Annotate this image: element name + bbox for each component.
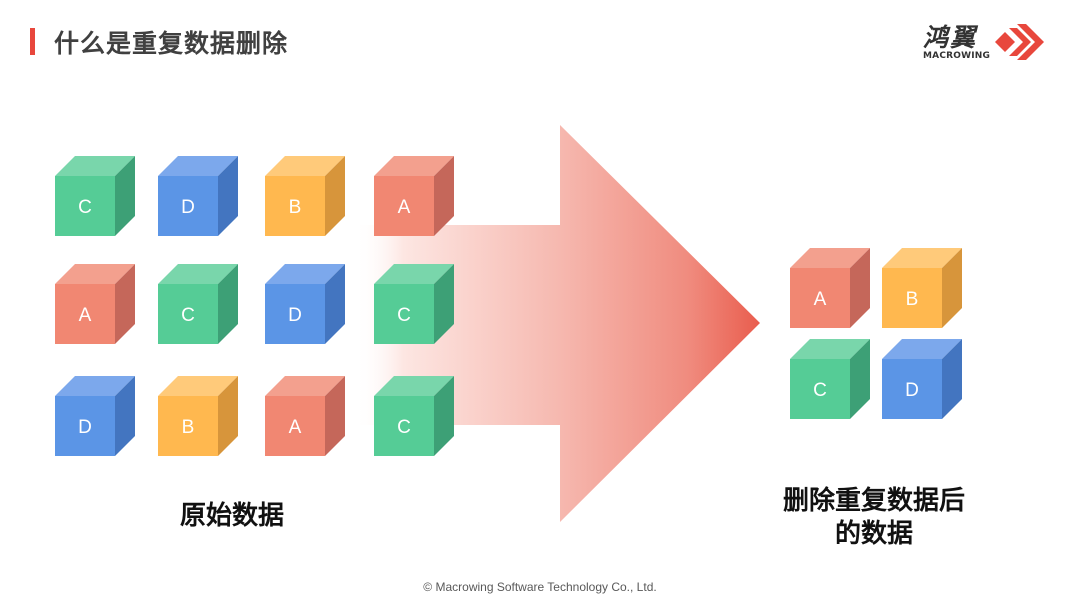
- cube-side-face: [115, 376, 135, 456]
- cube-a: A: [265, 376, 345, 456]
- deduplicated-data-label: 删除重复数据后 的数据: [760, 485, 988, 551]
- cube-top-face: [158, 156, 238, 176]
- cube-top-face: [374, 156, 454, 176]
- cube-letter: D: [78, 417, 92, 438]
- cube-front-face: [265, 176, 325, 236]
- cube-top-face: [55, 376, 135, 396]
- original-data-cubes: C D B A A C D C D B A C: [55, 156, 454, 456]
- cube-letter: D: [905, 380, 919, 401]
- title-accent-bar: [30, 28, 35, 55]
- cube-letter: C: [181, 305, 195, 326]
- cube-front-face: [374, 176, 434, 236]
- cube-letter: A: [79, 305, 92, 326]
- cube-letter: B: [906, 289, 919, 310]
- cube-b: B: [158, 376, 238, 456]
- cube-top-face: [158, 376, 238, 396]
- deduplicated-label-line1: 删除重复数据后: [782, 486, 965, 516]
- cube-c: C: [374, 376, 454, 456]
- cube-a: A: [55, 264, 135, 344]
- cube-front-face: [882, 268, 942, 328]
- logo-name-cn: 鸿翼: [923, 23, 978, 52]
- cube-letter: D: [181, 197, 195, 218]
- cube-letter: D: [288, 305, 302, 326]
- cube-c: C: [790, 339, 870, 419]
- cube-side-face: [434, 264, 454, 344]
- cube-letter: C: [78, 197, 92, 218]
- cube-d: D: [158, 156, 238, 236]
- cube-front-face: [158, 396, 218, 456]
- cube-b: B: [265, 156, 345, 236]
- original-data-label: 原始数据: [179, 501, 284, 531]
- cube-front-face: [374, 284, 434, 344]
- cube-side-face: [115, 264, 135, 344]
- cube-letter: C: [813, 380, 827, 401]
- logo-name-en: MACROWING: [923, 51, 991, 61]
- cube-a: A: [374, 156, 454, 236]
- company-logo: 鸿翼 MACROWING: [920, 18, 1050, 66]
- cube-d: D: [882, 339, 962, 419]
- cube-b: B: [882, 248, 962, 328]
- cube-letter: A: [398, 197, 411, 218]
- cube-top-face: [882, 339, 962, 359]
- cube-side-face: [325, 264, 345, 344]
- cube-top-face: [790, 339, 870, 359]
- cube-side-face: [218, 264, 238, 344]
- cube-front-face: [790, 268, 850, 328]
- cube-front-face: [158, 284, 218, 344]
- cube-d: D: [265, 264, 345, 344]
- cube-side-face: [115, 156, 135, 236]
- cube-side-face: [942, 248, 962, 328]
- cube-side-face: [850, 248, 870, 328]
- footer-copyright: © Macrowing Software Technology Co., Ltd…: [423, 580, 657, 594]
- deduplicated-data-cubes: A B C D: [790, 248, 962, 419]
- cube-letter: A: [289, 417, 302, 438]
- cube-c: C: [158, 264, 238, 344]
- page-title: 什么是重复数据删除: [54, 29, 289, 58]
- cube-side-face: [434, 156, 454, 236]
- cube-letter: B: [289, 197, 302, 218]
- cube-front-face: [265, 396, 325, 456]
- cube-front-face: [790, 359, 850, 419]
- cube-side-face: [218, 156, 238, 236]
- right-arrow-icon: [355, 125, 760, 522]
- chevron-diamond-logo-icon: [995, 24, 1044, 60]
- cube-top-face: [55, 264, 135, 284]
- cube-front-face: [882, 359, 942, 419]
- cube-front-face: [55, 396, 115, 456]
- cube-letter: B: [182, 417, 195, 438]
- cube-front-face: [55, 284, 115, 344]
- cube-letter: C: [397, 417, 411, 438]
- cube-front-face: [158, 176, 218, 236]
- cube-top-face: [374, 264, 454, 284]
- cube-top-face: [265, 264, 345, 284]
- cube-top-face: [265, 156, 345, 176]
- cube-front-face: [55, 176, 115, 236]
- cube-letter: A: [814, 289, 827, 310]
- cube-side-face: [942, 339, 962, 419]
- cube-letter: C: [397, 305, 411, 326]
- cube-top-face: [882, 248, 962, 268]
- cube-top-face: [265, 376, 345, 396]
- cube-side-face: [325, 376, 345, 456]
- cube-top-face: [158, 264, 238, 284]
- cube-top-face: [374, 376, 454, 396]
- cube-front-face: [265, 284, 325, 344]
- cube-top-face: [55, 156, 135, 176]
- cube-side-face: [434, 376, 454, 456]
- cube-top-face: [790, 248, 870, 268]
- cube-c: C: [374, 264, 454, 344]
- cube-a: A: [790, 248, 870, 328]
- cube-side-face: [325, 156, 345, 236]
- cube-d: D: [55, 376, 135, 456]
- cube-side-face: [850, 339, 870, 419]
- cube-front-face: [374, 396, 434, 456]
- deduplicated-label-line2: 的数据: [834, 519, 913, 549]
- cube-c: C: [55, 156, 135, 236]
- cube-side-face: [218, 376, 238, 456]
